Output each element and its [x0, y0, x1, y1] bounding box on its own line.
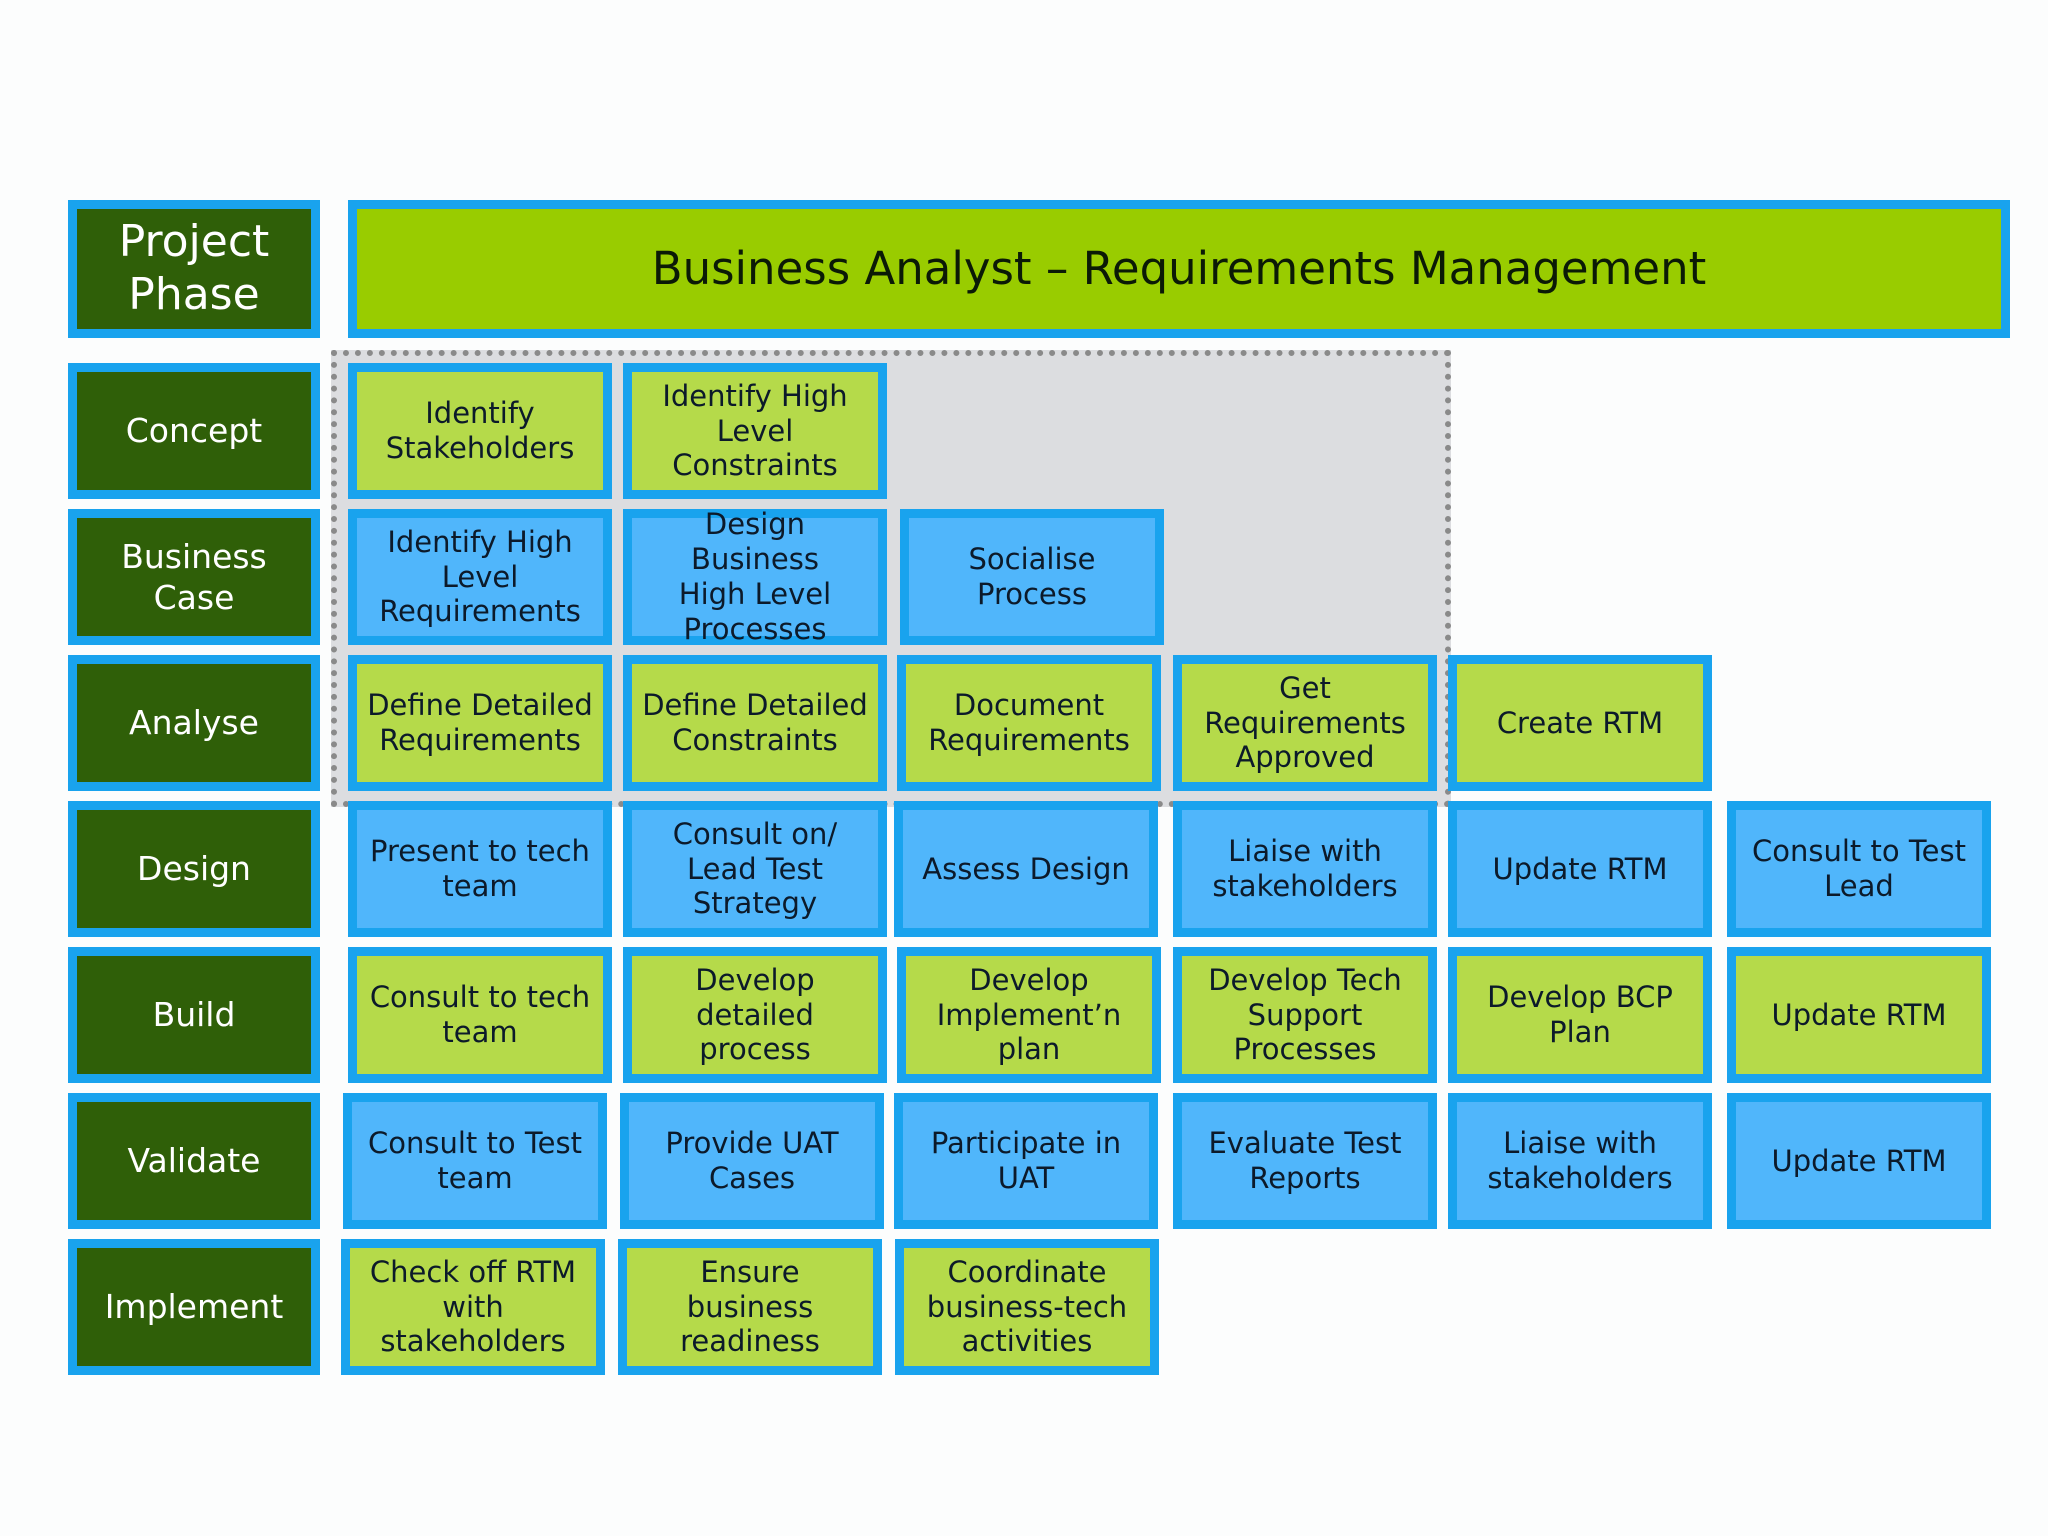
task-socialise-process: Socialise Process — [900, 509, 1164, 645]
task-ensure-business-readiness: Ensure business readiness — [618, 1239, 882, 1375]
phase-business-case: Business Case — [68, 509, 320, 645]
phase-build: Build — [68, 947, 320, 1083]
task-design-business-high-level-processes: Design Business High Level Processes — [623, 507, 887, 646]
task-develop-tech-support-processes: Develop Tech Support Processes — [1173, 947, 1437, 1083]
task-develop-implementation-plan: Develop Implement’n plan — [897, 947, 1161, 1083]
task-provide-uat-cases: Provide UAT Cases — [620, 1093, 884, 1229]
task-update-rtm-build: Update RTM — [1727, 947, 1991, 1083]
task-evaluate-test-reports: Evaluate Test Reports — [1173, 1093, 1437, 1229]
task-liaise-with-stakeholders-design: Liaise with stakeholders — [1173, 801, 1437, 937]
task-develop-bcp-plan: Develop BCP Plan — [1448, 947, 1712, 1083]
task-create-rtm: Create RTM — [1448, 655, 1712, 791]
task-liaise-with-stakeholders-validate: Liaise with stakeholders — [1448, 1093, 1712, 1229]
task-identify-high-level-requirements: Identify High Level Requirements — [348, 509, 612, 645]
phase-analyse: Analyse — [68, 655, 320, 791]
task-consult-lead-test-strategy: Consult on/ Lead Test Strategy — [623, 801, 887, 937]
task-update-rtm-design: Update RTM — [1448, 801, 1712, 937]
task-coordinate-business-tech-activities: Coordinate business-tech activities — [895, 1239, 1159, 1375]
task-assess-design: Assess Design — [894, 801, 1158, 937]
project-phase-header: Project Phase — [68, 200, 320, 338]
task-consult-to-test-team: Consult to Test team — [343, 1093, 607, 1229]
phase-design: Design — [68, 801, 320, 937]
task-present-to-tech-team: Present to tech team — [348, 801, 612, 937]
diagram-title: Business Analyst – Requirements Manageme… — [348, 200, 2010, 338]
task-consult-to-tech-team: Consult to tech team — [348, 947, 612, 1083]
task-participate-in-uat: Participate in UAT — [894, 1093, 1158, 1229]
task-document-requirements: Document Requirements — [897, 655, 1161, 791]
task-update-rtm-validate: Update RTM — [1727, 1093, 1991, 1229]
phase-validate: Validate — [68, 1093, 320, 1229]
task-identify-high-level-constraints: Identify High Level Constraints — [623, 363, 887, 499]
task-define-detailed-constraints: Define Detailed Constraints — [623, 655, 887, 791]
task-check-off-rtm: Check off RTM with stakeholders — [341, 1239, 605, 1375]
phase-concept: Concept — [68, 363, 320, 499]
task-identify-stakeholders: Identify Stakeholders — [348, 363, 612, 499]
task-get-requirements-approved: Get Requirements Approved — [1173, 655, 1437, 791]
task-define-detailed-requirements: Define Detailed Requirements — [348, 655, 612, 791]
task-consult-to-test-lead: Consult to Test Lead — [1727, 801, 1991, 937]
phase-implement: Implement — [68, 1239, 320, 1375]
task-develop-detailed-process: Develop detailed process — [623, 947, 887, 1083]
